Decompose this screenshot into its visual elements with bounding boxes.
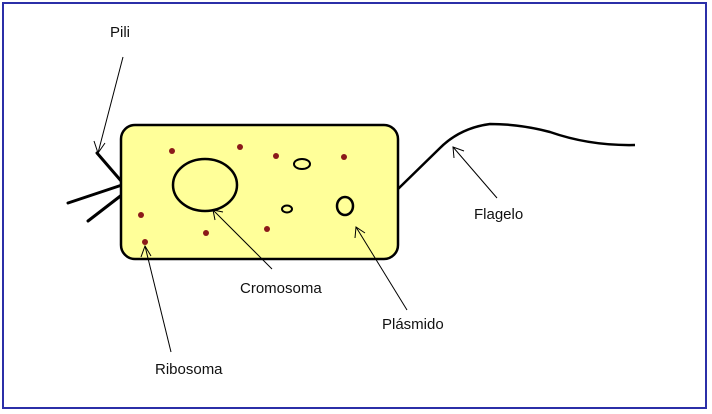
pili — [68, 153, 123, 221]
ribosome — [341, 154, 347, 160]
ribosome — [142, 239, 148, 245]
ribosome — [203, 230, 209, 236]
ribosome — [264, 226, 270, 232]
ribosome — [273, 153, 279, 159]
label-flagelo: Flagelo — [474, 206, 523, 223]
pilus-3 — [88, 194, 123, 221]
flagellum — [398, 124, 635, 189]
flagellum-pointer — [453, 147, 497, 198]
ribosome — [169, 148, 175, 154]
cell-body — [121, 125, 398, 259]
ribosome — [237, 144, 243, 150]
pili-pointer — [94, 57, 123, 153]
label-ribosoma: Ribosoma — [155, 361, 223, 378]
ribosome — [138, 212, 144, 218]
ribosome-pointer — [141, 246, 171, 352]
label-pili: Pili — [110, 24, 130, 41]
label-cromosoma: Cromosoma — [240, 280, 322, 297]
pilus-1 — [97, 153, 122, 182]
label-plasmido: Plásmido — [382, 316, 444, 333]
